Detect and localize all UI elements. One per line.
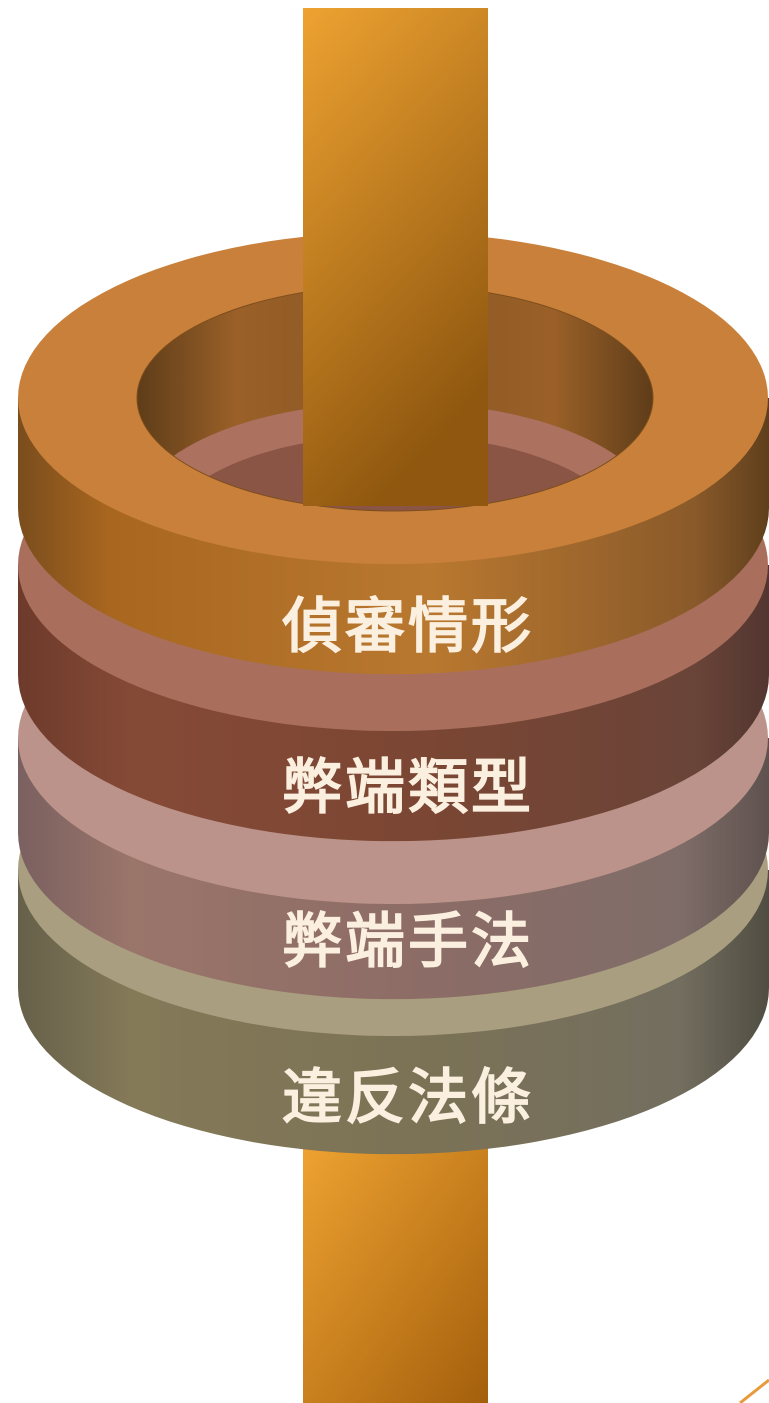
corner-mark [739, 1378, 769, 1403]
rod-top [303, 8, 488, 506]
ring-label-3: 弊端手法 [282, 907, 534, 977]
rod-bottom [303, 1148, 488, 1403]
ring-label-1: 偵審情形 [281, 592, 534, 662]
ring-label-4: 違反法條 [282, 1063, 534, 1133]
ring-label-2: 弊端類型 [282, 753, 534, 823]
ring-1 [18, 232, 769, 675]
